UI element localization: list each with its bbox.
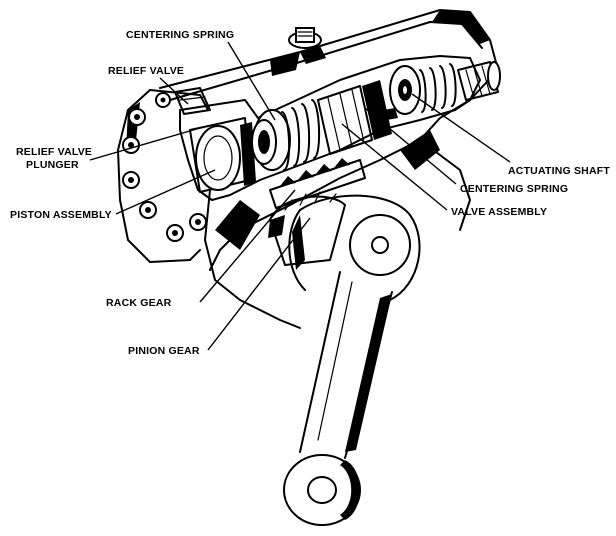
actuating-shaft [372,61,501,122]
leader-actuating-shaft [411,93,511,163]
leader-relief-valve [159,77,189,105]
bolt-icon [166,224,184,242]
pitman-arm [283,194,421,526]
label-pinion-gear: PINION GEAR [128,345,200,357]
leader-relief-valve-plunger [89,127,201,161]
pinion-gear [268,191,346,266]
label-actuating-shaft: ACTUATING SHAFT [508,165,610,177]
label-centering-spring-right: CENTERING SPRING [460,183,568,195]
bolt-icon [189,213,207,231]
label-centering-spring-top: CENTERING SPRING [126,29,234,41]
label-rack-gear: RACK GEAR [106,297,172,309]
label-relief-valve-plunger-line2: PLUNGER [26,159,79,171]
rack-gear [269,158,366,209]
leader-pinion-gear [207,217,311,351]
bolt-icon [128,108,146,126]
leader-lines [89,41,511,351]
piston-assembly [189,117,256,193]
cutaway-outline [179,55,481,201]
centering-spring-right [389,63,457,115]
label-valve-assembly: VALVE ASSEMBLY [451,206,547,218]
end-cap-bolts [122,92,207,242]
centering-spring-left [251,99,321,171]
label-relief-valve-plunger-line1: RELIEF VALVE [16,146,92,158]
bolt-icon [122,136,140,154]
leader-centering-spring-top [227,41,276,121]
bolt-icon [155,92,171,108]
gear-housing [159,9,499,329]
bolt-icon [122,171,140,189]
leader-centering-spring-right [364,107,457,185]
leader-piston-assembly [115,169,216,215]
bolt-icon [139,201,157,219]
label-piston-assembly: PISTON ASSEMBLY [10,209,112,221]
label-relief-valve: RELIEF VALVE [108,65,184,77]
callout-labels: CENTERING SPRING RELIEF VALVE RELIEF VAL… [10,29,610,357]
leader-rack-gear [199,189,296,303]
leader-valve-assembly [341,123,448,211]
